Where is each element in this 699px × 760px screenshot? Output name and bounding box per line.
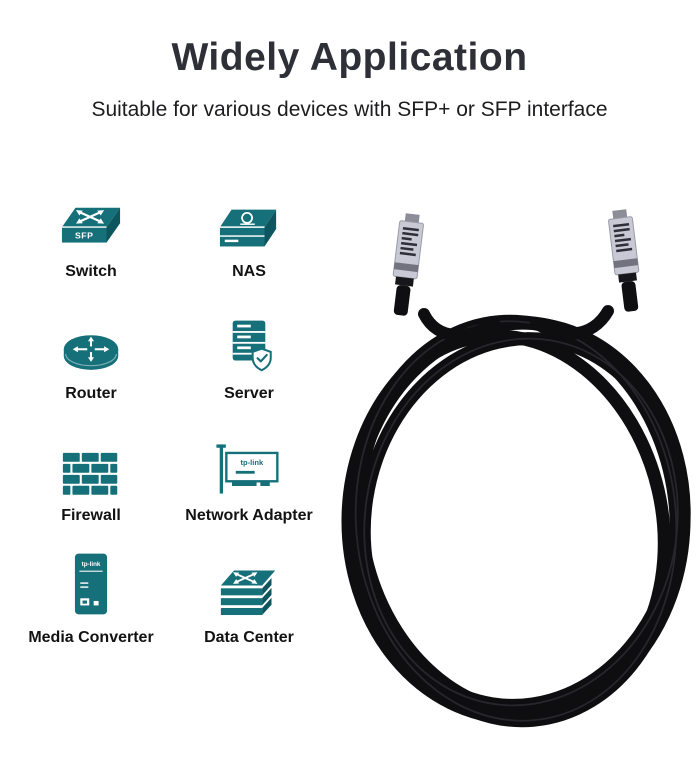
nas-icon bbox=[218, 207, 280, 253]
device-label: Network Adapter bbox=[185, 507, 313, 524]
network-adapter-icon: tp-link bbox=[215, 441, 283, 497]
device-item-nas: NAS bbox=[166, 158, 332, 280]
sfp-dac-cable-photo bbox=[320, 206, 699, 760]
cable-coil bbox=[341, 314, 691, 728]
device-label: Firewall bbox=[61, 507, 121, 524]
page-subtitle: Suitable for various devices with SFP+ o… bbox=[91, 98, 608, 121]
device-item-server: Server bbox=[166, 280, 332, 402]
device-item-firewall: Firewall bbox=[16, 402, 166, 524]
device-label: NAS bbox=[232, 263, 266, 280]
router-icon bbox=[61, 331, 121, 375]
device-item-switch: SFP Switch bbox=[16, 158, 166, 280]
svg-text:tp-link: tp-link bbox=[241, 458, 264, 467]
server-icon bbox=[220, 317, 278, 375]
svg-text:SFP: SFP bbox=[75, 231, 93, 241]
device-item-media-converter: tp-link Media Converter bbox=[16, 524, 166, 646]
switch-icon: SFP bbox=[60, 205, 122, 253]
device-label: Switch bbox=[65, 263, 117, 280]
page-title: Widely Application bbox=[171, 36, 528, 79]
svg-text:tp-link: tp-link bbox=[82, 561, 101, 568]
device-label: Media Converter bbox=[28, 629, 154, 646]
sfp-connector-left bbox=[392, 213, 424, 316]
device-item-network-adapter: tp-link Network Adapter bbox=[166, 402, 332, 524]
media-converter-icon: tp-link bbox=[66, 549, 116, 619]
device-label: Data Center bbox=[204, 629, 294, 646]
sfp-connector-right bbox=[608, 209, 640, 312]
data-center-icon bbox=[219, 567, 279, 619]
device-label: Server bbox=[224, 385, 274, 402]
device-grid: SFP Switch NAS bbox=[16, 158, 332, 646]
device-label: Router bbox=[65, 385, 117, 402]
firewall-icon bbox=[61, 450, 121, 497]
device-item-data-center: Data Center bbox=[166, 524, 332, 646]
device-item-router: Router bbox=[16, 280, 166, 402]
